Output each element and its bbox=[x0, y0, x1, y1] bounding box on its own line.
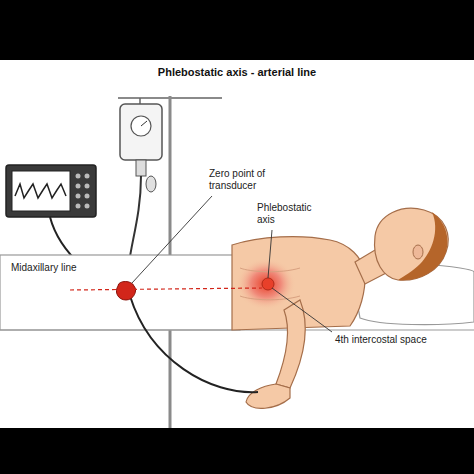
callout-label: Zero point of transducer bbox=[208, 168, 290, 191]
flush-bulb bbox=[146, 176, 156, 192]
callout-label: Midaxillary line bbox=[10, 262, 78, 274]
pole-hooks bbox=[118, 97, 222, 99]
heart-area bbox=[236, 258, 296, 310]
arm bbox=[276, 300, 305, 388]
monitor bbox=[6, 165, 96, 217]
top-bar bbox=[0, 0, 474, 60]
head bbox=[375, 208, 449, 280]
transducer bbox=[116, 282, 135, 301]
leader-line bbox=[268, 230, 272, 278]
arterial-tubing bbox=[130, 296, 258, 392]
callout-label: 4th intercostal space bbox=[334, 334, 428, 346]
drip-chamber bbox=[136, 160, 146, 176]
hand bbox=[246, 384, 290, 408]
diagram-title: Phlebostatic axis - arterial line bbox=[0, 66, 474, 79]
pressure-waveform bbox=[15, 184, 66, 198]
leader-line bbox=[272, 288, 332, 332]
sheet bbox=[0, 255, 240, 330]
hair bbox=[398, 212, 447, 280]
leader-line bbox=[132, 196, 212, 283]
callout-label: Phlebostatic axis bbox=[256, 202, 318, 225]
pressure-bag bbox=[120, 104, 162, 160]
pressure-gauge bbox=[131, 116, 151, 136]
midaxillary-line bbox=[70, 288, 262, 290]
bottom-bar bbox=[0, 428, 474, 474]
monitor-screen bbox=[12, 171, 70, 211]
